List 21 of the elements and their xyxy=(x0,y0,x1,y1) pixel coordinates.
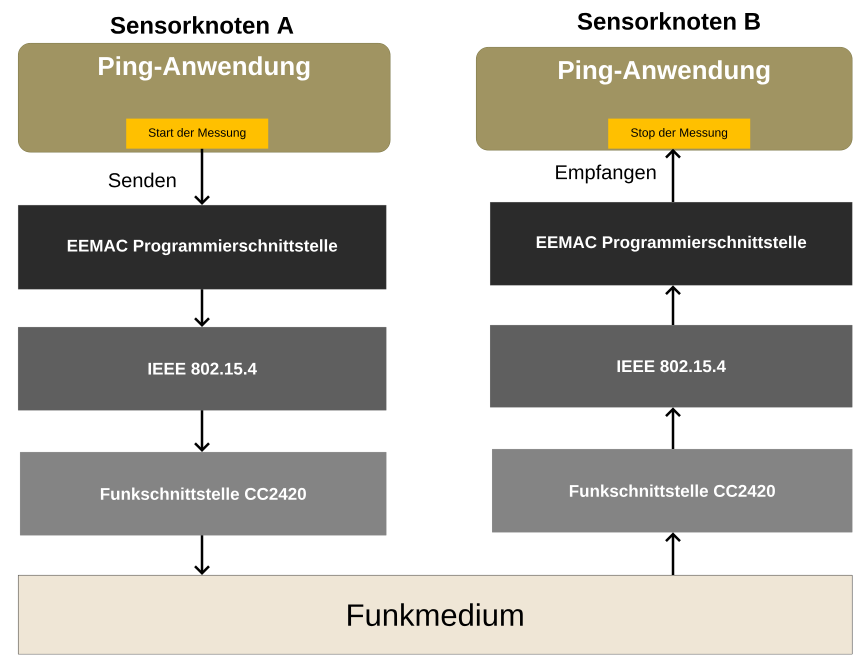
arrow xyxy=(665,148,681,202)
arrow xyxy=(665,407,681,449)
arrow xyxy=(194,535,210,575)
layer-box: IEEE 802.15.4 xyxy=(490,325,852,408)
medium-band: Funkmedium xyxy=(18,575,852,654)
arrow xyxy=(194,410,210,452)
edge-label: Empfangen xyxy=(556,164,656,184)
heading: Sensorknoten B xyxy=(578,12,760,30)
layer-box: IEEE 802.15.4 xyxy=(18,327,386,410)
edge-label: Senden xyxy=(108,172,176,188)
arrow xyxy=(665,532,681,575)
layer-box: Funkschnittstelle CC2420 xyxy=(492,449,852,532)
measurement-tag: Start der Messung xyxy=(126,118,268,149)
layer-box: Funkschnittstelle CC2420 xyxy=(20,452,386,536)
layer-box: EEMAC Programmierschnittstelle xyxy=(18,205,386,290)
heading: Sensorknoten A xyxy=(110,16,294,34)
arrow xyxy=(665,285,681,325)
measurement-tag: Stop der Messung xyxy=(608,118,750,149)
arrow xyxy=(194,148,210,205)
layer-box: EEMAC Programmierschnittstelle xyxy=(490,202,852,286)
arrow xyxy=(194,289,210,327)
